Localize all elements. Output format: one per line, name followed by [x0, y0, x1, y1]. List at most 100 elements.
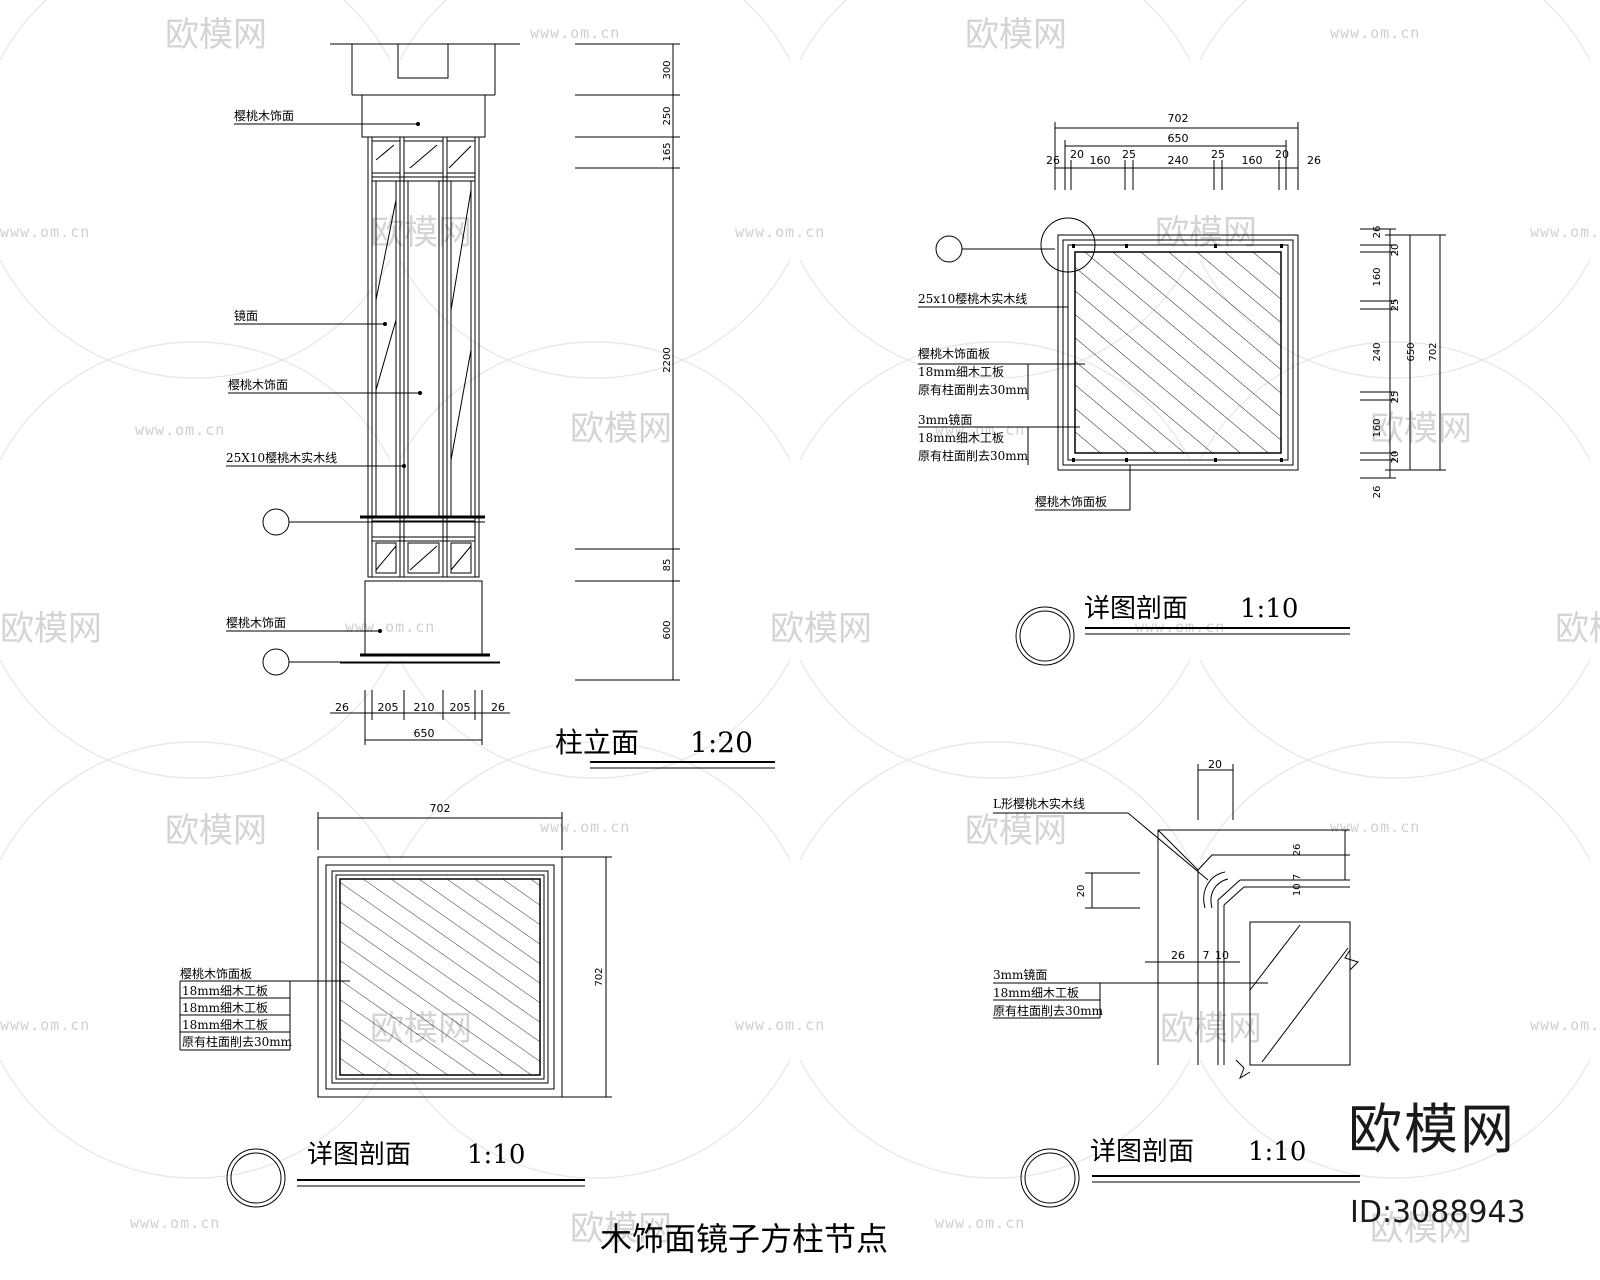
dim-label: 240	[1372, 342, 1383, 361]
dim-label: 2200	[662, 347, 673, 372]
dim-label: 160	[1372, 267, 1383, 286]
watermark-url: www.om.cn	[1530, 223, 1600, 241]
label-layer: 原有柱面削去30mm	[918, 382, 1029, 397]
label-layer: 原有柱面削去30mm	[918, 448, 1029, 463]
brand-id: ID:3088943	[1350, 1195, 1526, 1230]
dim-label: 26	[1372, 486, 1383, 499]
dim-label: 25	[1122, 148, 1136, 161]
watermark-brand: 欧模网	[1555, 609, 1600, 649]
label-original: 原有柱面削去30mm	[993, 1003, 1104, 1018]
section-top-right: 702 650 26 20 160 25 240 25 160 20 26	[918, 112, 1446, 666]
dim-label: 702	[1168, 112, 1189, 125]
dim-label: 650	[1168, 132, 1189, 145]
section-title: 详图剖面	[1084, 594, 1188, 624]
section-title: 详图剖面	[307, 1140, 411, 1170]
section-scale: 1:10	[467, 1140, 525, 1170]
label-top-finish: 樱桃木饰面	[234, 108, 294, 123]
elevation-title: 柱立面	[555, 726, 639, 759]
dim-label: 650	[414, 727, 435, 740]
dim-label: 25	[1211, 148, 1225, 161]
dim-label: 10	[1215, 949, 1229, 962]
dim-label: 702	[1428, 342, 1439, 361]
label-layer: 樱桃木饰面板	[180, 966, 252, 981]
label-layer: 原有柱面削去30mm	[182, 1034, 293, 1049]
section-marker-icon	[226, 1148, 286, 1208]
dim-label: 26	[491, 701, 505, 714]
label-layer: 18mm细木工板	[182, 1018, 268, 1032]
watermark-url: www.om.cn	[735, 1016, 825, 1034]
dim-label: 26	[1292, 844, 1303, 857]
dim-label: 300	[662, 60, 673, 79]
watermark-url: www.om.cn	[130, 1214, 220, 1232]
section-scale: 1:10	[1240, 594, 1298, 624]
column-elevation: 樱桃木饰面 镜面 樱桃木饰面 25X10樱桃木实木线 樱桃木饰面 300 250…	[226, 43, 775, 769]
label-layer: 18mm细木工板	[918, 431, 1004, 445]
watermark-url: www.om.cn	[935, 421, 1025, 439]
label-layer: 3mm镜面	[918, 412, 972, 427]
label-solid-line: 25X10樱桃木实木线	[226, 450, 337, 465]
label-board: 18mm细木工板	[993, 986, 1079, 1000]
watermark-url: www.om.cn	[540, 818, 630, 836]
dim-label: 25	[1390, 391, 1401, 404]
dim-label: 702	[594, 967, 605, 986]
section-bottom-left: 702 702 樱桃木饰面板 18mm细木工板 18mm细木工板 18mm细木工…	[179, 802, 612, 1208]
dim-label: 7	[1203, 949, 1210, 962]
dim-label: 240	[1168, 154, 1189, 167]
dim-label: 20	[1275, 148, 1289, 161]
watermark-url: www.om.cn	[0, 1016, 90, 1034]
section-marker-icon	[1015, 606, 1075, 666]
dim-label: 160	[1372, 418, 1383, 437]
hatched-core	[1074, 251, 1282, 454]
dim-label: 26	[1171, 949, 1185, 962]
watermark-brand: 欧模网	[165, 811, 267, 851]
watermark-brand: 欧模网	[570, 409, 672, 449]
dim-label: 205	[378, 701, 399, 714]
watermark-url: www.om.cn	[935, 1214, 1025, 1232]
watermark-brand: 欧模网	[1160, 1009, 1262, 1049]
dim-label: 702	[430, 802, 451, 815]
watermark-brand: 欧模网	[0, 609, 102, 649]
label-l-line: L形樱桃木实木线	[993, 796, 1085, 811]
label-mid-finish: 樱桃木饰面	[228, 377, 288, 392]
dim-label: 250	[662, 106, 673, 125]
dim-label: 205	[450, 701, 471, 714]
label-layer: 樱桃木饰面板	[918, 346, 990, 361]
dim-label: 26	[1372, 226, 1383, 239]
label-bottom: 樱桃木饰面板	[1035, 494, 1107, 509]
watermark-url: www.om.cn	[1530, 1016, 1600, 1034]
dim-label: 650	[1406, 342, 1417, 361]
elevation-scale: 1:20	[690, 726, 753, 759]
dim-label: 26	[1307, 154, 1321, 167]
dim-label: 165	[662, 142, 673, 161]
watermark-url: www.om.cn	[345, 618, 435, 636]
dim-label: 20	[1390, 244, 1401, 257]
detail-callout-icon	[1040, 217, 1096, 273]
section-marker-icon	[262, 508, 290, 536]
watermark-brand: 欧模网	[370, 213, 472, 253]
watermark-brand: 欧模网	[570, 1209, 672, 1249]
label-solid-line: 25x10樱桃木实木线	[918, 291, 1027, 306]
watermark-layer: 欧模网 欧模网 欧模网 欧模网 欧模网 欧模网 欧模网 欧模网 欧模网 欧模网 …	[0, 0, 1600, 1249]
dim-label: 160	[1090, 154, 1111, 167]
dim-label: 25	[1390, 299, 1401, 312]
hatched-core	[339, 878, 541, 1076]
watermark-brand: 欧模网	[1155, 213, 1257, 253]
sheet-title: 木饰面镜子方柱节点	[600, 1220, 888, 1258]
watermark-brand: 欧模网	[770, 609, 872, 649]
dim-label: 10 7	[1292, 874, 1303, 896]
label-layer: 18mm细木工板	[182, 1001, 268, 1015]
watermark-url: www.om.cn	[0, 223, 90, 241]
label-base-finish: 樱桃木饰面	[226, 615, 286, 630]
dim-label: 210	[414, 701, 435, 714]
dim-label: 26	[335, 701, 349, 714]
dim-label: 20	[1070, 148, 1084, 161]
dim-label: 160	[1242, 154, 1263, 167]
dim-label: 600	[662, 620, 673, 639]
label-layer: 18mm细木工板	[182, 984, 268, 998]
section-marker-icon	[935, 235, 963, 263]
watermark-brand: 欧模网	[1370, 409, 1472, 449]
watermark-url: www.om.cn	[135, 421, 225, 439]
label-mirror: 3mm镜面	[993, 967, 1047, 982]
section-scale: 1:10	[1248, 1137, 1306, 1167]
